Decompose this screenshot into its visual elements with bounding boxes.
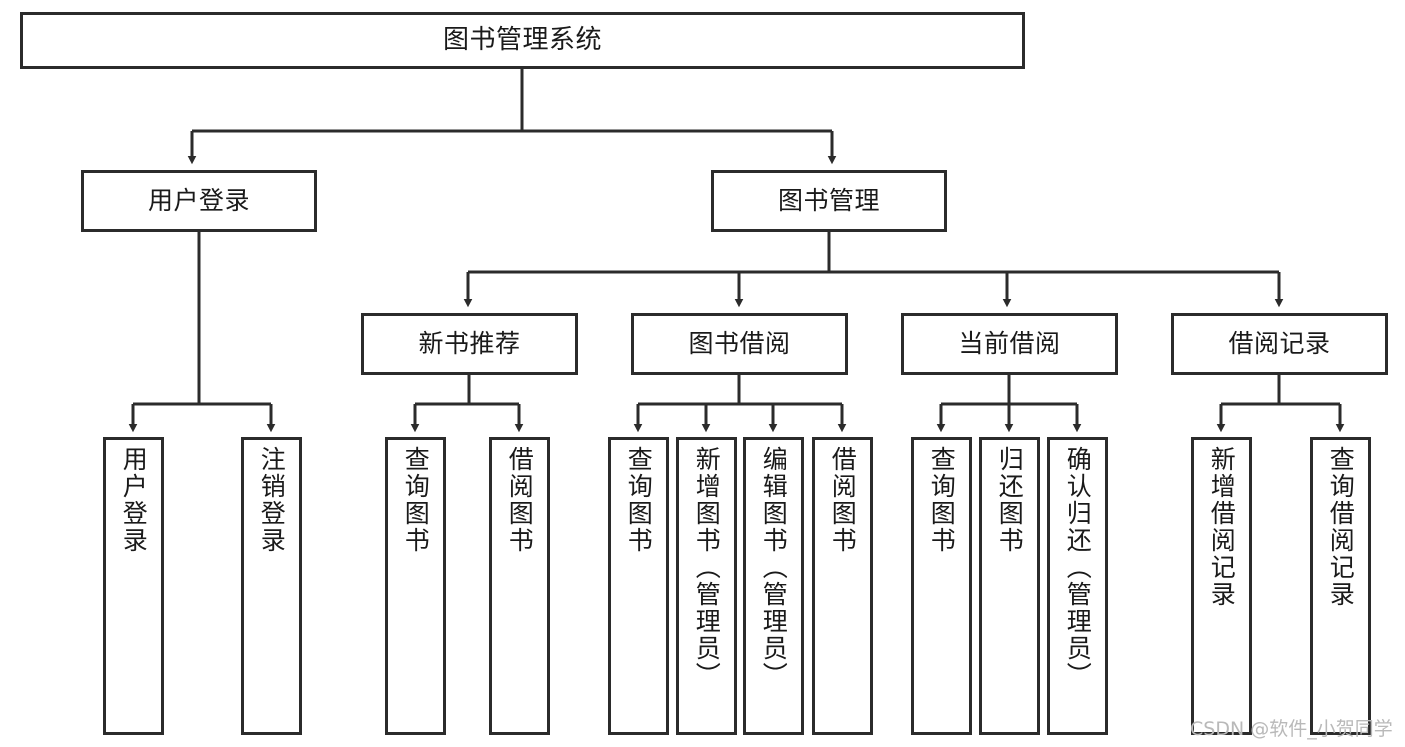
leaf-return-book[interactable]: 归还图书 xyxy=(979,437,1040,735)
node-label: 确认归还（管理员） xyxy=(1063,446,1093,689)
node-label: 当前借阅 xyxy=(958,329,1061,359)
node-label: 编辑图书（管理员） xyxy=(759,446,789,689)
leaf-query-book-borrow[interactable]: 查询图书 xyxy=(608,437,669,735)
leaf-query-book-recommend[interactable]: 查询图书 xyxy=(385,437,446,735)
leaf-logout[interactable]: 注销登录 xyxy=(241,437,302,735)
node-new-book-recommendation[interactable]: 新书推荐 xyxy=(361,313,578,375)
node-borrow-record[interactable]: 借阅记录 xyxy=(1171,313,1388,375)
node-label: 图书管理系统 xyxy=(442,25,602,56)
leaf-add-borrow-record[interactable]: 新增借阅记录 xyxy=(1191,437,1252,735)
node-book-borrow[interactable]: 图书借阅 xyxy=(631,313,848,375)
leaf-edit-book-admin[interactable]: 编辑图书（管理员） xyxy=(743,437,804,735)
leaf-user-login[interactable]: 用户登录 xyxy=(103,437,164,735)
node-label: 借阅图书 xyxy=(505,446,535,554)
node-label: 查询借阅记录 xyxy=(1326,446,1356,608)
node-label: 借阅图书 xyxy=(828,446,858,554)
leaf-borrow-book-recommend[interactable]: 借阅图书 xyxy=(489,437,550,735)
node-book-management[interactable]: 图书管理 xyxy=(711,170,947,232)
node-current-borrow[interactable]: 当前借阅 xyxy=(901,313,1118,375)
node-label: 查询图书 xyxy=(624,446,654,554)
node-label: 用户登录 xyxy=(147,186,250,216)
node-label: 借阅记录 xyxy=(1228,329,1331,359)
leaf-query-book-current[interactable]: 查询图书 xyxy=(911,437,972,735)
node-label: 新增图书（管理员） xyxy=(692,446,722,689)
node-label: 新增借阅记录 xyxy=(1207,446,1237,608)
node-label: 查询图书 xyxy=(927,446,957,554)
node-label: 图书管理 xyxy=(777,186,880,216)
leaf-query-borrow-record[interactable]: 查询借阅记录 xyxy=(1310,437,1371,735)
node-label: 新书推荐 xyxy=(418,329,521,359)
watermark-text: CSDN @软件_小贺同学 xyxy=(1190,718,1393,740)
node-label: 查询图书 xyxy=(401,446,431,554)
node-label: 用户登录 xyxy=(119,446,149,554)
node-user-login[interactable]: 用户登录 xyxy=(81,170,317,232)
node-label: 图书借阅 xyxy=(688,329,791,359)
leaf-add-book-admin[interactable]: 新增图书（管理员） xyxy=(676,437,737,735)
node-label: 归还图书 xyxy=(995,446,1025,554)
leaf-confirm-return-admin[interactable]: 确认归还（管理员） xyxy=(1047,437,1108,735)
leaf-borrow-book[interactable]: 借阅图书 xyxy=(812,437,873,735)
node-label: 注销登录 xyxy=(257,446,287,554)
node-root-book-management-system[interactable]: 图书管理系统 xyxy=(20,12,1025,69)
